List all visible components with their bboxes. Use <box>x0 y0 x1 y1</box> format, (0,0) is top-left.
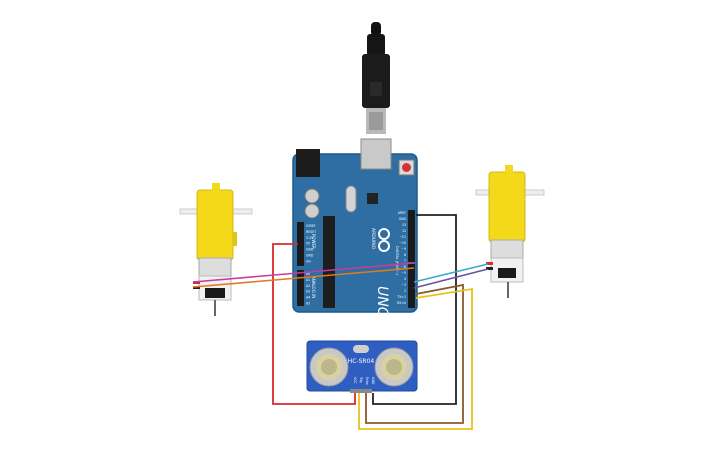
pin-label: A3 <box>306 290 310 294</box>
pin-label: A1 <box>306 278 310 282</box>
sensor-label: HC-SR04 <box>348 358 375 365</box>
pin-label: GND <box>306 248 314 252</box>
sensor-pin-label: GND <box>371 377 375 385</box>
analog-header <box>297 270 304 306</box>
digital-header-top <box>408 210 415 262</box>
ultrasonic-transducer-right <box>374 347 414 387</box>
wires <box>192 214 489 430</box>
reset-button[interactable] <box>398 159 415 176</box>
pin-label: 2 <box>404 289 406 293</box>
usb-interface-chip <box>367 193 378 204</box>
pin-label: ~5 <box>401 271 406 275</box>
power-header <box>297 222 304 266</box>
pin-label: GND <box>306 254 314 258</box>
pin-label: 5V <box>306 242 311 246</box>
power-section-label: POWER <box>311 234 316 249</box>
analog-section-label: ANALOG IN <box>311 276 316 298</box>
digital-header-bottom <box>408 264 415 308</box>
sensor-pin-label: Echo <box>365 377 369 385</box>
board-brand-label: ARDUINO <box>370 228 376 250</box>
dc-power-jack <box>296 149 320 177</box>
pin-label: Vin <box>306 259 311 263</box>
pin-label: IOREF <box>306 224 316 228</box>
wire-trig-yellow[interactable] <box>358 287 473 430</box>
pin-label: TX>1 <box>396 295 406 299</box>
pin-label: ~11 <box>399 235 406 239</box>
pin-label: 12 <box>402 229 406 233</box>
dc-motor-left[interactable] <box>179 183 253 316</box>
usb-b-port <box>360 138 392 170</box>
capacitor <box>304 203 320 219</box>
wire-vcc-red[interactable] <box>272 243 356 405</box>
arduino-uno-board[interactable]: UNO ARDUINO POWER ANALOG IN DIGITAL (PWM… <box>292 138 418 318</box>
pin-label: A5 <box>306 302 310 306</box>
capacitor <box>304 188 320 204</box>
atmega-chip <box>323 216 335 308</box>
sensor-crystal <box>353 345 369 353</box>
pin-label: ~9 <box>401 247 406 251</box>
sensor-pin-label: VCC <box>353 377 357 384</box>
pin-label: ~6 <box>401 265 406 269</box>
pin-label: 3.3V <box>306 236 314 240</box>
wire-motor-left-orange[interactable] <box>192 267 415 288</box>
pin-label: 4 <box>404 277 406 281</box>
wire-gnd-black[interactable] <box>372 214 457 405</box>
wire-motor-left-pink[interactable] <box>192 262 415 283</box>
crystal-oscillator <box>345 185 357 213</box>
wire-echo-brown[interactable] <box>365 283 464 424</box>
wire-motor-right-purple[interactable] <box>413 268 489 289</box>
board-model-label: UNO <box>374 286 390 318</box>
pin-label: GND <box>399 217 407 221</box>
pin-label: AREF <box>398 211 406 215</box>
pin-label: RESET <box>306 230 316 234</box>
pin-label: 13 <box>402 223 406 227</box>
ultrasonic-transducer-left <box>309 347 349 387</box>
usb-cable-icon[interactable] <box>362 22 390 134</box>
pin-label: 8 <box>404 253 406 257</box>
pin-label: 7 <box>404 259 406 263</box>
dc-motor-right[interactable] <box>475 165 545 298</box>
pin-label: ~10 <box>399 241 406 245</box>
pin-label: A0 <box>306 272 310 276</box>
arduino-infinity-logo-icon <box>378 228 390 252</box>
pin-label: A4 <box>306 296 310 300</box>
pin-label: A2 <box>306 284 310 288</box>
wire-motor-right-cyan[interactable] <box>413 263 489 283</box>
digital-pin-labels: AREF GND 13 12 ~11 ~10 ~9 8 7 ~6 ~5 4 ~3 2TX>1RX<0 <box>396 211 406 305</box>
pin-label: RX<0 <box>397 301 406 305</box>
digital-section-label: DIGITAL (PWM~) <box>395 246 399 276</box>
sensor-pin-label: Trig <box>359 376 363 383</box>
pin-label: ~3 <box>401 283 406 287</box>
